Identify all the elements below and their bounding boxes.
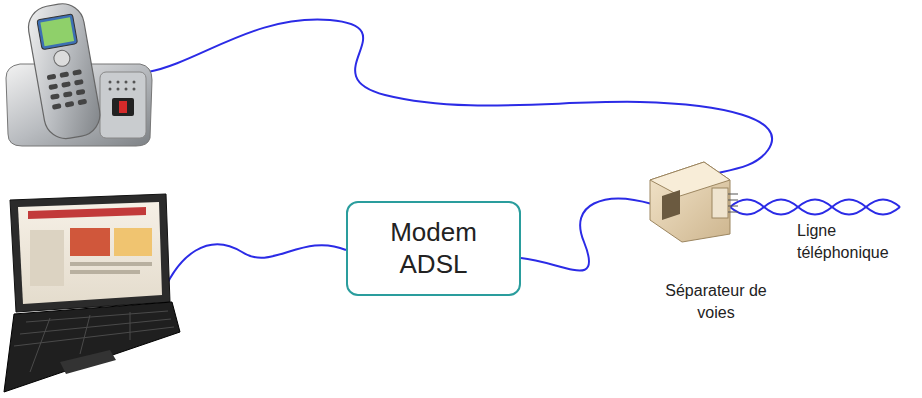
box-label: Modem ADSL: [379, 217, 489, 279]
splitter-illustration: [650, 162, 738, 242]
part-label: Ligne téléphonique: [797, 220, 915, 265]
laptop-illustration: [4, 194, 180, 392]
modem-box: Modem ADSL: [346, 201, 521, 296]
phone-illustration: [6, 0, 152, 146]
part-label: Séparateur de voies: [656, 280, 776, 325]
wires: [148, 19, 900, 300]
